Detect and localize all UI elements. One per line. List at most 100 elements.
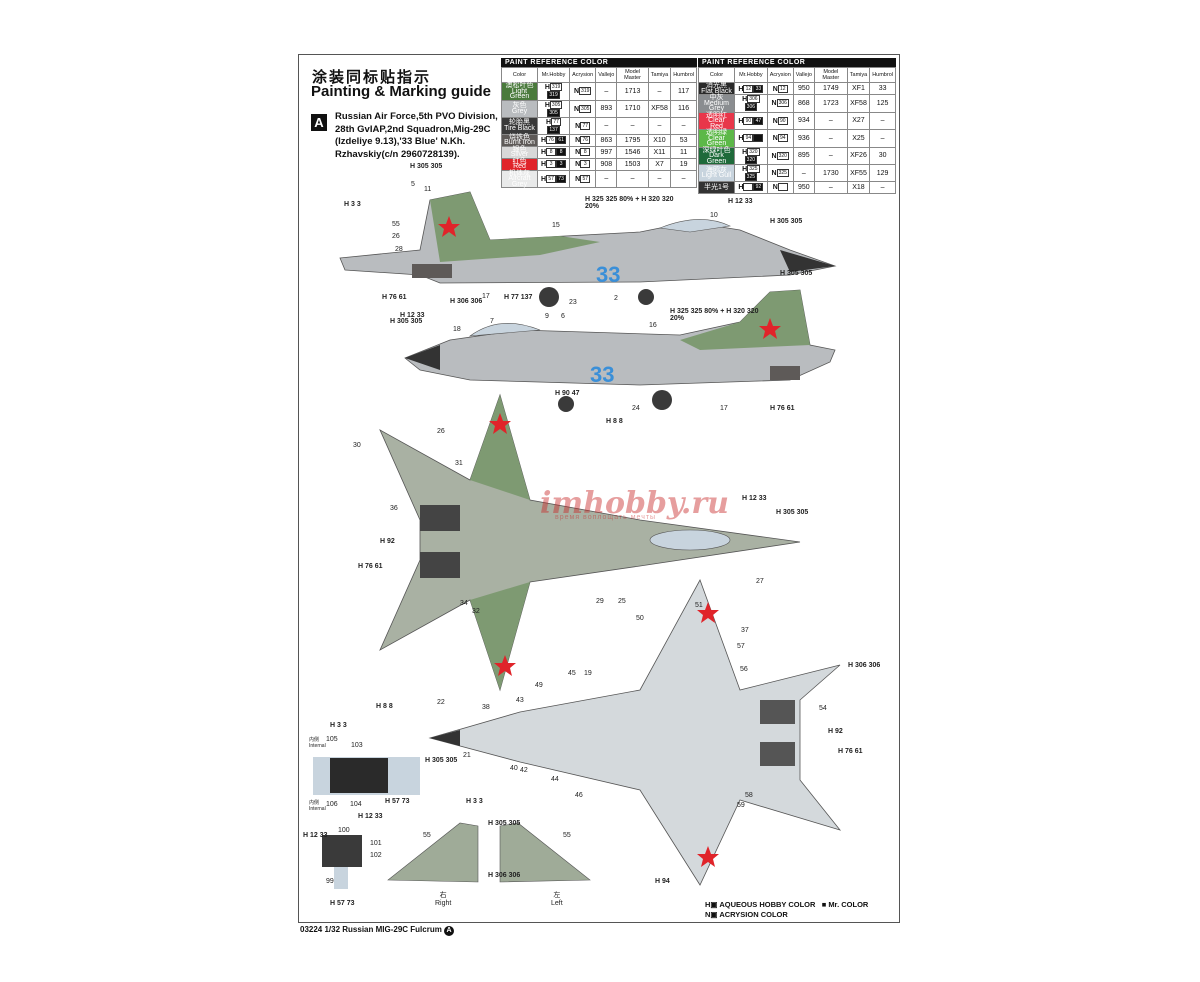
paint-callout: H 305 305 [776,509,809,516]
top-view [379,393,801,692]
callout: 104 [350,801,362,808]
callout: 44 [551,776,559,783]
callout: 38 [482,704,490,711]
watermark-logo: imhobby.ru [540,486,729,521]
callout: 57 [737,643,745,650]
callout: 58 [745,792,753,799]
callout: 7 [490,318,494,325]
paint-callout: H 8 8 [606,418,623,425]
footer-text: 03224 1/32 Russian MIG-29C Fulcrum [300,925,442,934]
humbrol-code: 33 [869,82,896,95]
vallejo-code: 950 [792,82,815,95]
callout: 36 [390,505,398,512]
column-header: Mr.Hobby [536,67,571,83]
callout: 2 [614,295,618,302]
callout: 31 [455,460,463,467]
column-header: Vallejo [595,67,618,83]
callout: 26 [437,428,445,435]
callout: 15 [552,222,560,229]
callout: 9 [545,313,549,320]
callout: 43 [516,697,524,704]
callout: 102 [370,852,382,859]
page-frame [298,54,900,923]
callout: 17 [720,405,728,412]
paint-callout: H 325 325 80% + H 320 320 20% [670,308,759,322]
callout: 100 [338,827,350,834]
vallejo-code: 950 [792,181,815,194]
callout: 17 [482,293,490,300]
callout: 49 [535,682,543,689]
callout: 56 [740,666,748,673]
callout: 5 [411,181,415,188]
callout: 40 [510,765,518,772]
paint-callout: H 12 33 [728,198,753,205]
paint-callout: H 305 305 [488,820,521,827]
humbrol-code: – [670,116,697,135]
paint-callout: H 92 [828,728,843,735]
callout: 55 [392,221,400,228]
table-caption: PAINT REFERENCE COLOR [501,58,697,67]
humbrol-code: – [670,169,697,188]
column-header: Humbrol [670,67,697,83]
callout: 106 [326,801,338,808]
callout: 34 [460,600,468,607]
paint-callout: H 305 305 [425,757,458,764]
tail-left [499,822,591,883]
title-english: Painting & Marking guide [311,83,492,100]
paint-callout: H 76 61 [382,294,407,301]
paint-callout: H 305 305 [770,218,803,225]
callout: 24 [632,405,640,412]
paint-callout: H 76 61 [838,748,863,755]
callout: 103 [351,742,363,749]
paint-callout: H 12 33 [742,495,767,502]
callout: 22 [437,699,445,706]
callout: 30 [353,442,361,449]
paint-callout: H 92 [380,538,395,545]
callout: 50 [636,615,644,622]
callout: 51 [695,602,703,609]
side-number-2: 33 [590,362,615,387]
callout: 21 [463,752,471,759]
callout: 45 [568,670,576,677]
humbrol-code: 129 [869,164,896,182]
callout: 6 [561,313,565,320]
callout: 26 [392,233,400,240]
column-header: Color [501,67,538,83]
watermark-subtitle: время воплощать мечты [555,514,657,521]
legend-acrysion: ACRYSION COLOR [719,910,788,919]
bottom-view [428,579,842,886]
callout: 55 [563,832,571,839]
paint-callout: H 12 33 [358,813,383,820]
callout: 10 [710,212,718,219]
callout: 19 [584,670,592,677]
paint-callout: H 306 306 [848,662,881,669]
table-caption: PAINT REFERENCE COLOR [698,58,896,67]
paint-callout: H 3 3 [330,722,347,729]
paint-callout: H 12 33 [303,832,328,839]
